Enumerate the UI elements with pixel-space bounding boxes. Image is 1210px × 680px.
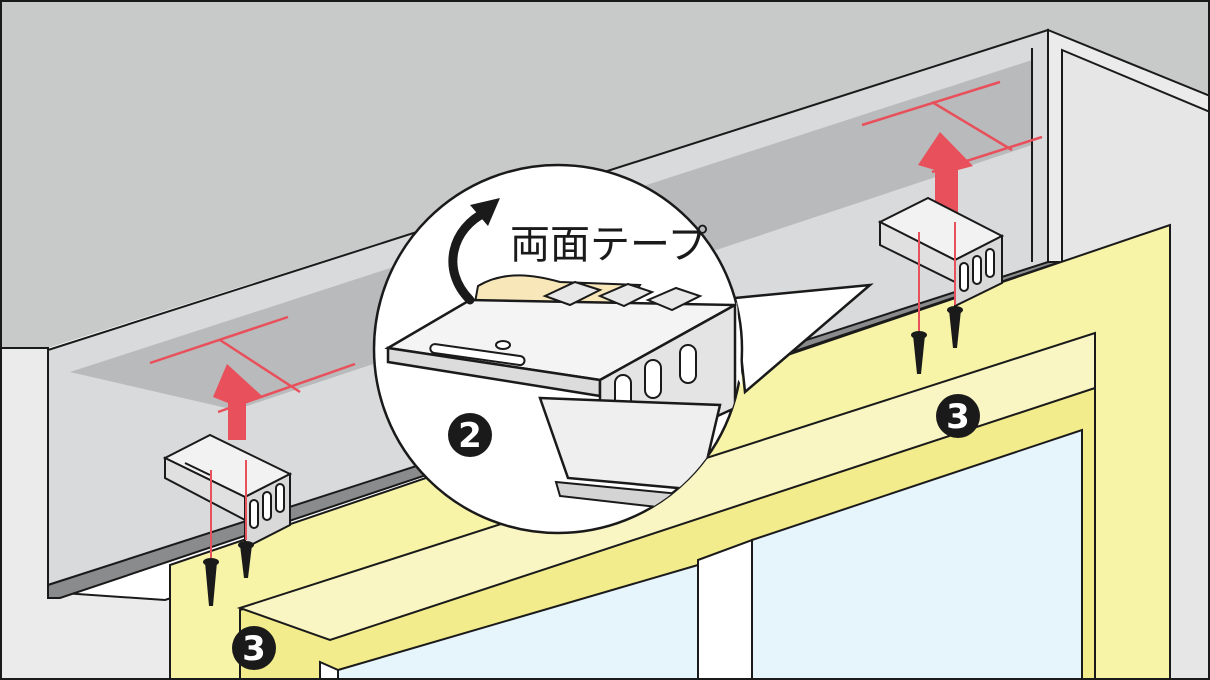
svg-text:3: 3 — [946, 397, 970, 437]
svg-text:2: 2 — [458, 416, 482, 456]
step-badge-2: 2 — [448, 413, 492, 457]
mullion — [698, 540, 752, 680]
step-badge-3-left: 3 — [232, 626, 276, 670]
step-badge-3-right: 3 — [936, 394, 980, 438]
svg-text:3: 3 — [242, 629, 266, 669]
tape-label: 両面テープ — [510, 222, 708, 268]
